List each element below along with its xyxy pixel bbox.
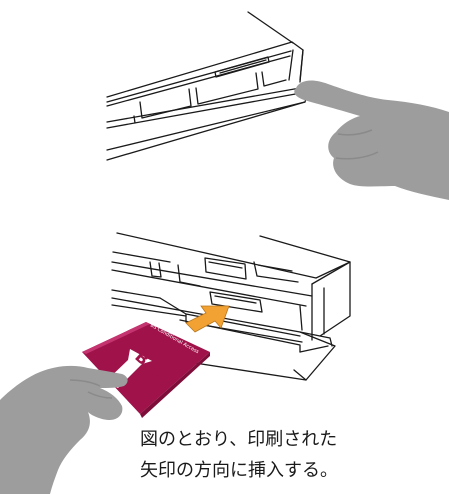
recorder-top-view [106,11,311,161]
holding-hand-icon [0,365,128,494]
pointing-hand-icon [294,80,449,200]
caption-line-1: 図のとおり、印刷された [140,429,338,450]
recorder-slot-view [109,232,351,381]
insert-arrow-icon [185,305,230,333]
instruction-caption: 図のとおり、印刷された 矢印の方向に挿入する。 [140,424,440,486]
caption-line-2: 矢印の方向に挿入する。 [140,460,338,481]
bs-card: B-C BS Conditional Access [82,322,210,418]
